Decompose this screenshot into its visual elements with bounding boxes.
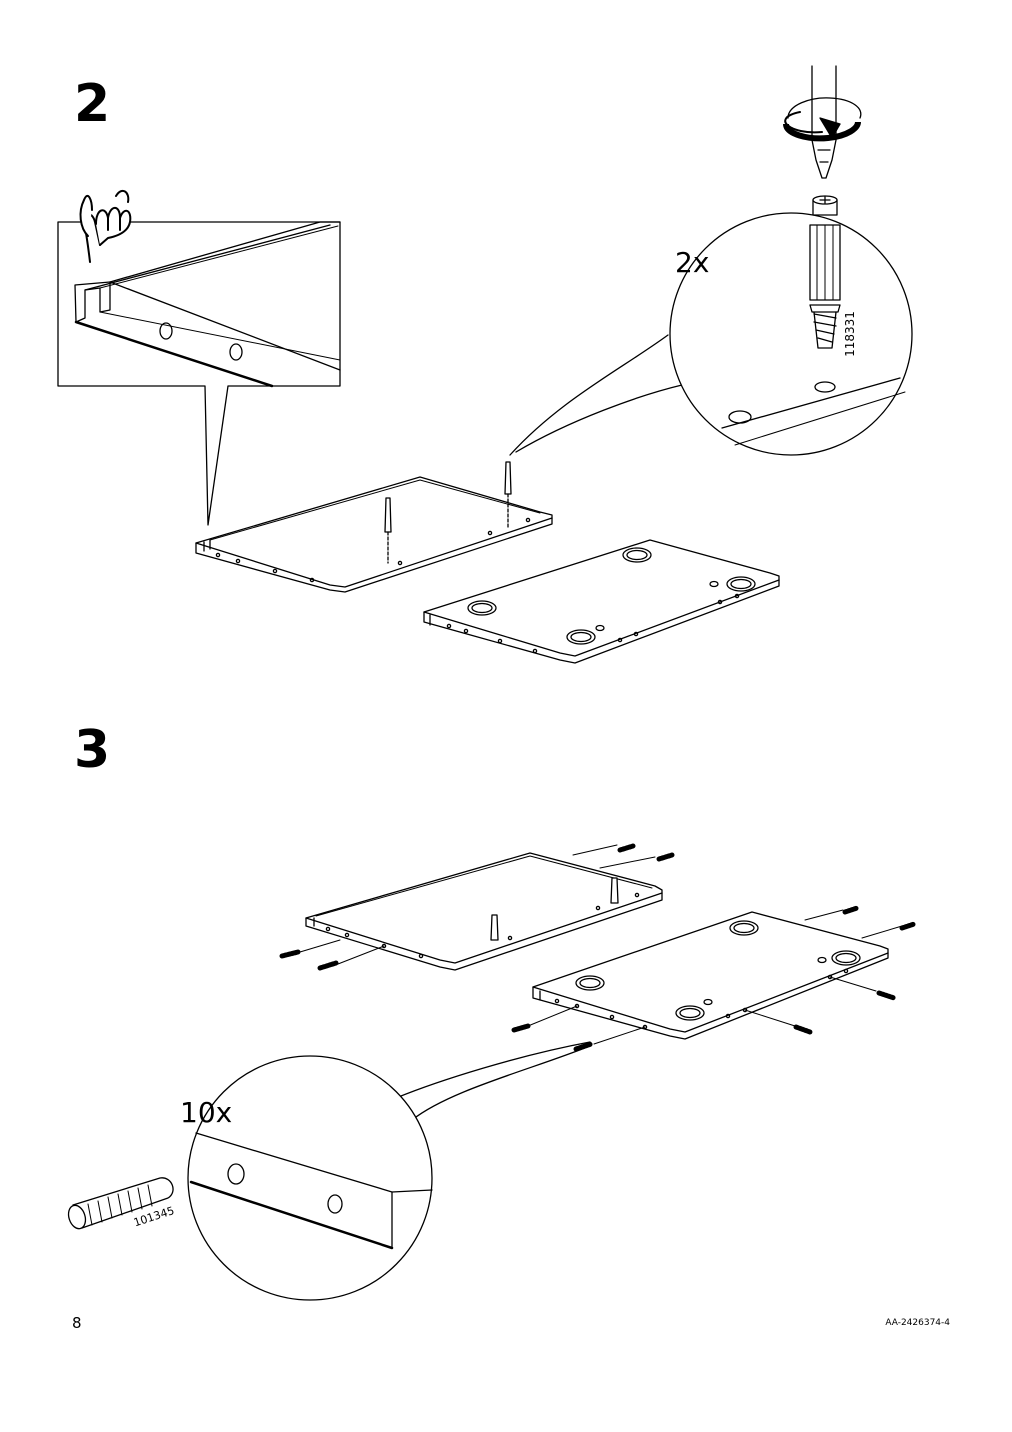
step-2-part-number: 118331 bbox=[843, 311, 857, 357]
pointing-hand-icon bbox=[79, 189, 132, 263]
step-3-quantity: 10x bbox=[180, 1096, 233, 1129]
top-panel bbox=[195, 476, 553, 593]
step-3-number: 3 bbox=[74, 720, 111, 780]
dowel-part bbox=[67, 1177, 174, 1230]
bottom-panel bbox=[423, 539, 780, 664]
dowel-magnifier bbox=[187, 1041, 591, 1301]
page-number: 8 bbox=[72, 1314, 82, 1332]
groove-detail-callout bbox=[57, 221, 341, 526]
document-code: AA-2426374-4 bbox=[885, 1318, 950, 1328]
step3-top-panel bbox=[305, 852, 663, 971]
rotate-arrow-icon bbox=[783, 97, 862, 142]
cam-bolt-part bbox=[809, 195, 841, 349]
step3-bottom-panel bbox=[532, 911, 889, 1040]
cam-bolt-magnifier bbox=[509, 212, 913, 456]
step-2-quantity: 2x bbox=[675, 246, 710, 279]
cam-bolt bbox=[384, 461, 512, 564]
dowel bbox=[279, 843, 917, 1052]
step-2-number: 2 bbox=[74, 74, 111, 134]
dowel-set bbox=[299, 844, 903, 1045]
